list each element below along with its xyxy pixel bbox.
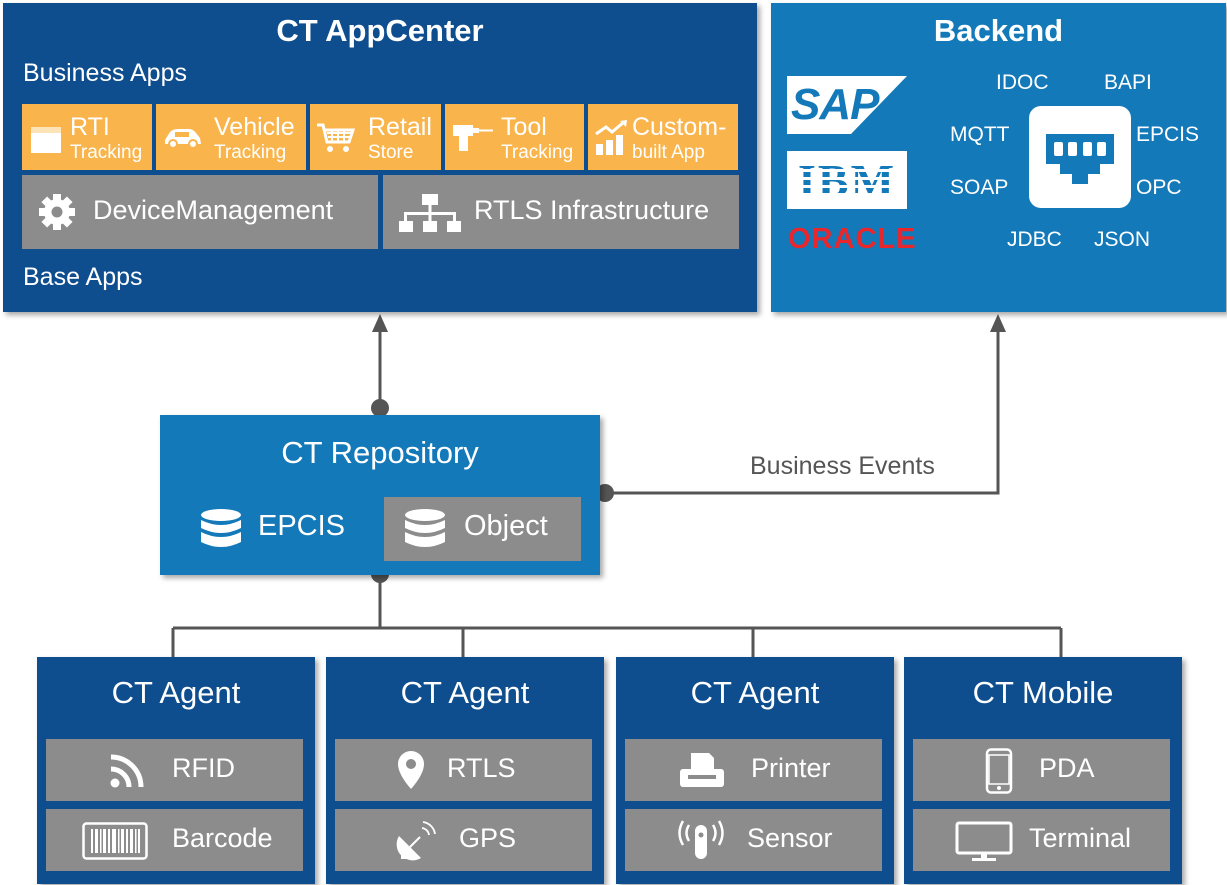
connector-dot	[371, 399, 389, 417]
agent-item-printer[interactable]: Printer	[625, 739, 882, 801]
appcenter-title: CT AppCenter	[276, 13, 484, 48]
app-tile-tool-tracking[interactable]: Tool Tracking	[445, 104, 584, 170]
drill-icon	[453, 125, 493, 151]
agent-item-label: Terminal	[1029, 823, 1132, 853]
agent-item-label: Sensor	[747, 823, 833, 853]
network-hierarchy-icon	[399, 194, 461, 232]
app-tile-line2: Store	[368, 142, 414, 163]
cart-icon	[317, 123, 356, 152]
agent-item-barcode[interactable]: Barcode	[46, 809, 303, 871]
arrowhead	[372, 314, 388, 332]
store-label: EPCIS	[258, 510, 346, 542]
store-object[interactable]: Object	[384, 497, 581, 561]
backend-hub	[1029, 106, 1131, 208]
agent-title: CT Agent	[111, 675, 241, 710]
protocol-opc: OPC	[1136, 176, 1182, 199]
store-epcis[interactable]: EPCIS	[196, 497, 386, 561]
barcode-icon	[82, 822, 148, 860]
app-tile-line1: RTI	[70, 113, 110, 141]
database-icon	[201, 509, 241, 547]
agent-item-label: Barcode	[172, 823, 273, 853]
oracle-logo: ORACLE	[788, 223, 917, 255]
app-tile-line1: Retail	[368, 113, 432, 141]
database-icon	[405, 509, 445, 547]
sap-logo: SAP	[787, 76, 907, 134]
protocol-json: JSON	[1094, 228, 1151, 251]
app-tile-rti-tracking[interactable]: RTI Tracking	[22, 104, 152, 170]
agent-item-rfid[interactable]: RFID	[46, 739, 303, 801]
gear-icon	[39, 194, 75, 230]
sensor-icon	[678, 820, 724, 859]
protocol-bapi: BAPI	[1104, 71, 1152, 94]
agent-item-rtls[interactable]: RTLS	[335, 739, 592, 801]
satellite-dish-icon	[396, 821, 436, 861]
protocol-mqtt: MQTT	[950, 123, 1010, 146]
protocol-jdbc: JDBC	[1007, 228, 1062, 251]
ibm-logo: IBM	[787, 151, 907, 209]
base-app-rtls-infrastructure[interactable]: RTLS Infrastructure	[383, 175, 739, 249]
agent-panel: CT Agent RTLS GPS	[326, 657, 604, 884]
car-icon	[165, 129, 201, 149]
phone-icon	[985, 748, 1013, 794]
growth-chart-icon	[595, 120, 627, 155]
printer-icon	[680, 753, 724, 787]
app-tile-line2: built App	[632, 142, 705, 163]
agent-item-pda[interactable]: PDA	[913, 739, 1170, 801]
app-tile-vehicle-tracking[interactable]: Vehicle Tracking	[156, 104, 306, 170]
business-events-label: Business Events	[750, 452, 935, 480]
repository-title: CT Repository	[281, 435, 479, 470]
app-tile-retail-store[interactable]: Retail Store	[310, 104, 441, 170]
app-tile-line2: Tracking	[501, 142, 574, 163]
agent-panel: CT Agent Printer Sensor	[616, 657, 894, 884]
backend-panel: Backend SAP IBM ORACLE IDOC BAPI MQTT EP…	[771, 3, 1226, 312]
app-tile-line1: Tool	[501, 113, 547, 141]
agent-item-sensor[interactable]: Sensor	[625, 809, 882, 871]
protocol-soap: SOAP	[950, 176, 1009, 199]
business-apps-label: Business Apps	[23, 59, 187, 87]
base-app-label: DeviceManagement	[93, 195, 334, 225]
mobile-panel: CT Mobile PDA Terminal	[904, 657, 1182, 884]
protocol-idoc: IDOC	[996, 71, 1049, 94]
protocol-epcis: EPCIS	[1136, 123, 1200, 146]
agent-item-label: Printer	[751, 753, 831, 783]
base-app-label: RTLS Infrastructure	[474, 195, 710, 225]
app-tile-line2: Tracking	[214, 142, 287, 163]
repository-panel: CT Repository EPCIS Object	[160, 415, 600, 575]
store-label: Object	[464, 510, 548, 542]
appcenter-panel: CT AppCenter Business Apps RTI Tracking …	[3, 3, 757, 312]
agent-title: CT Agent	[400, 675, 530, 710]
agent-item-terminal[interactable]: Terminal	[913, 809, 1170, 871]
app-tile-custom-built-app[interactable]: Custom- built App	[588, 104, 738, 170]
backend-title: Backend	[933, 13, 1064, 48]
monitor-icon	[955, 821, 1013, 861]
network-port-icon	[1046, 134, 1114, 184]
agent-item-label: RFID	[172, 753, 235, 783]
rfid-signal-icon	[110, 754, 144, 788]
agent-title: CT Agent	[690, 675, 820, 710]
agent-panel: CT Agent RFID Barcode	[37, 657, 315, 884]
arrowhead	[990, 314, 1006, 332]
box-icon	[31, 127, 61, 153]
base-app-device-management[interactable]: DeviceManagement	[22, 175, 378, 249]
app-tile-line2: Tracking	[70, 142, 143, 163]
base-apps-label: Base Apps	[23, 263, 143, 291]
app-tile-line1: Custom-	[632, 113, 727, 141]
agent-item-label: PDA	[1039, 753, 1095, 783]
agent-item-label: RTLS	[447, 753, 516, 783]
app-tile-line1: Vehicle	[214, 113, 295, 141]
agent-title: CT Mobile	[972, 675, 1114, 710]
agent-item-gps[interactable]: GPS	[335, 809, 592, 871]
location-pin-icon	[398, 751, 424, 789]
connector-dot	[596, 484, 614, 502]
agent-item-label: GPS	[459, 823, 517, 853]
